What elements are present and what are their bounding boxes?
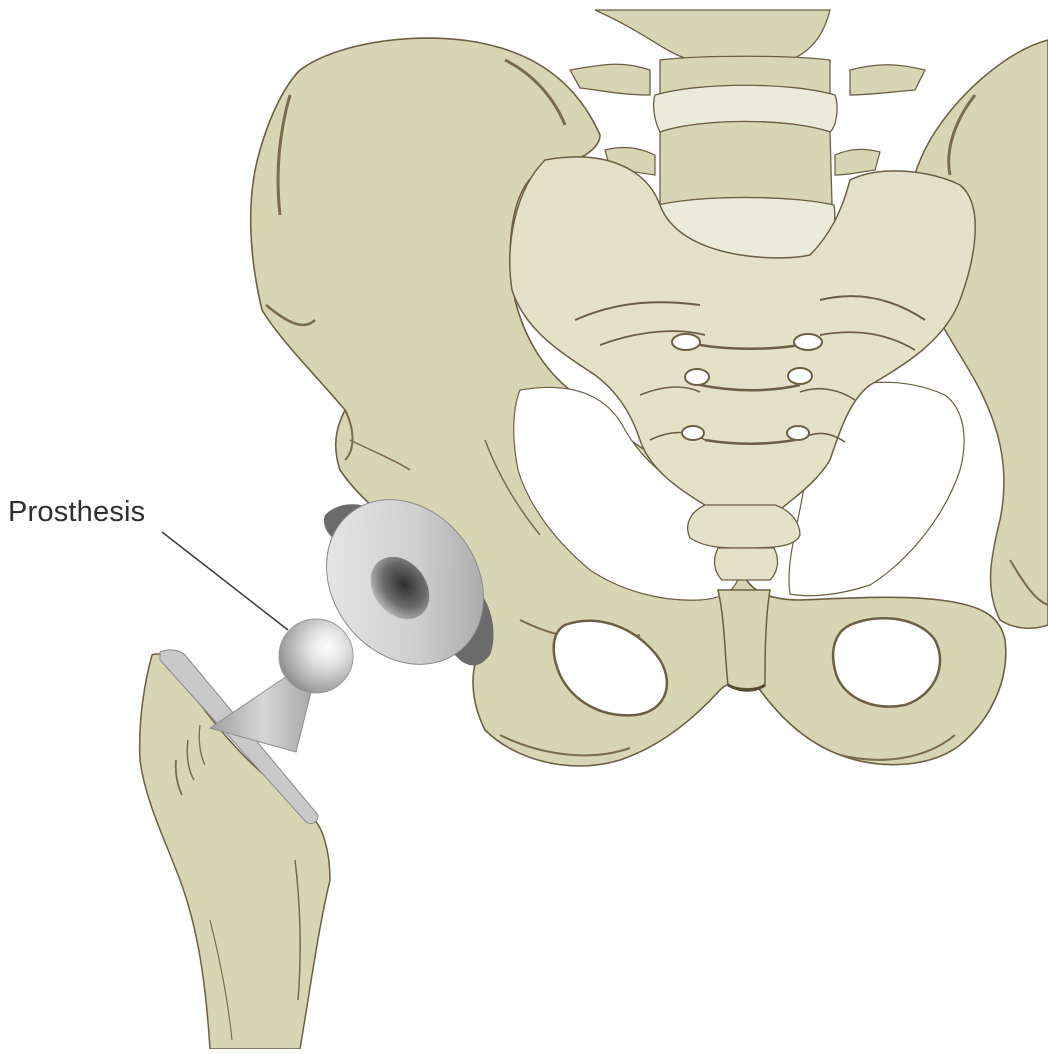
prosthesis-label: Prosthesis (8, 496, 145, 529)
lumbar-vertebra-upper (595, 10, 830, 60)
callout-leader-line (162, 532, 288, 630)
right-obturator-foramen (833, 618, 940, 706)
femoral-head-ball (279, 619, 353, 693)
coccyx (688, 505, 800, 548)
